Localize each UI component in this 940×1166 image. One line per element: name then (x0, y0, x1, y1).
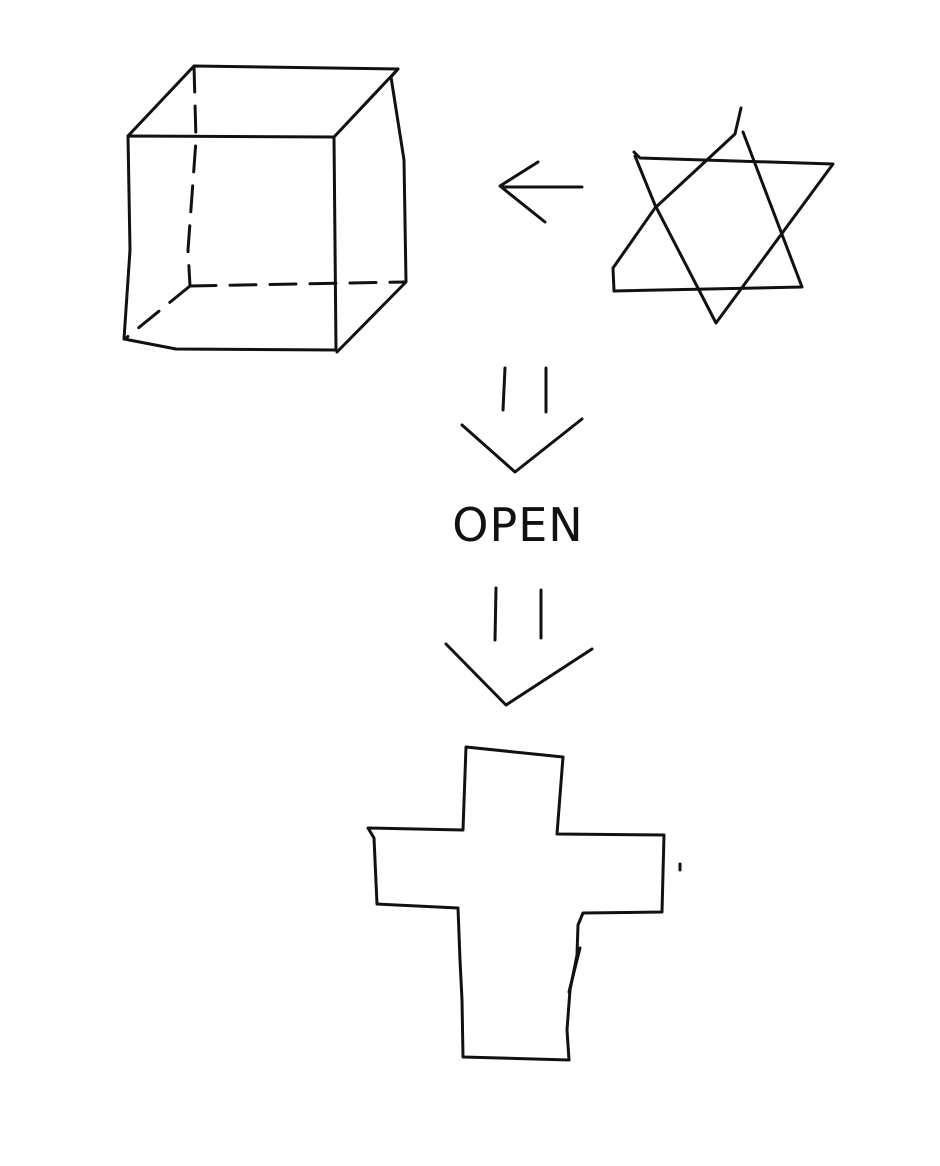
cross-outline (366, 745, 666, 1062)
cube-hidden-vertical-edge (186, 64, 198, 288)
down-double-arrow-icon (444, 586, 594, 707)
cube-sketch (122, 64, 408, 354)
cube-hidden-bottom-edge (188, 280, 407, 288)
star-down-triangle (632, 150, 835, 325)
open-label: OPEN (452, 498, 583, 552)
cube-right-edge (335, 67, 408, 354)
cross-sketch (366, 745, 682, 1062)
left-arrow-icon (498, 160, 584, 224)
cube-top-face (126, 64, 400, 139)
cube-hidden-diagonal-edge (124, 284, 192, 340)
star-up-triangle (611, 106, 804, 293)
down-double-arrow-icon (460, 366, 584, 474)
cube-front-face (122, 134, 338, 352)
cross-inner-stroke (567, 946, 582, 994)
star-of-david-sketch (611, 106, 835, 325)
